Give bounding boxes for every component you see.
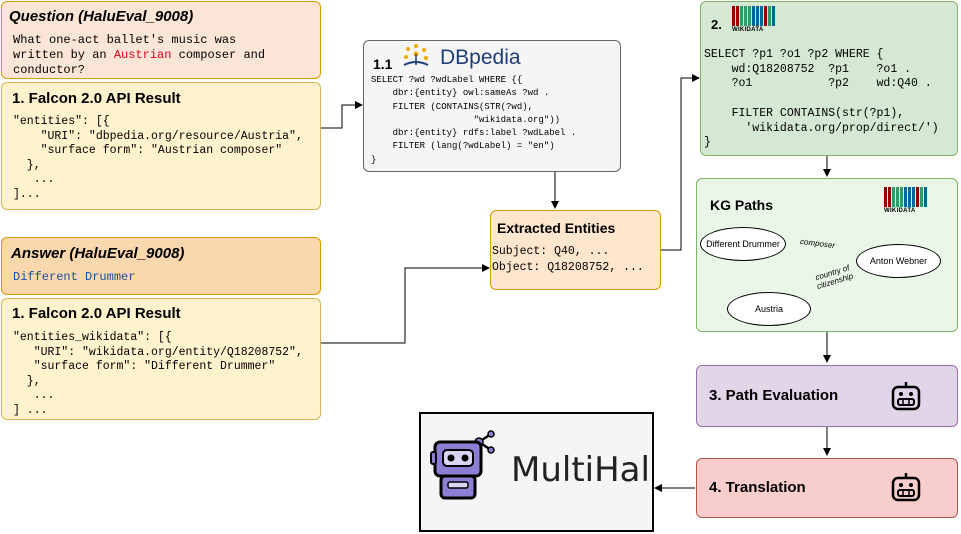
question-title: Question (HaluEval_9008) [9,8,194,25]
extracted-subject: Subject: Q40, ... [492,245,610,258]
falcon-question-code: "entities": [{ "URI": "dbpedia.org/resou… [13,115,303,201]
multihal-title: MultiHal [511,450,650,490]
kg-node-different-drummer: Different Drummer [700,227,786,261]
arrow-falcon-answer-to-extracted [321,264,490,344]
wikidata-logo-text: WIKIDATA [732,27,764,33]
wikidata-query-box: 2. WIKIDATA SELECT ?p1 ?o1 ?p2 WHERE { w… [700,1,958,156]
kg-paths-title: KG Paths [710,197,774,213]
dbpedia-logo-icon [403,44,429,66]
kg-wikidata-logo-text: WIKIDATA [884,208,916,214]
wikidata-step-label: 2. [711,17,722,32]
question-highlight: Austrian [113,48,172,62]
dbpedia-query-box: 1.1 DBpedia SELECT ?wd ?wdLabel WHERE {{… [363,40,621,172]
wikidata-code: SELECT ?p1 ?o1 ?p2 WHERE { wd:Q18208752 … [704,48,939,150]
answer-box: Answer (HaluEval_9008) Different Drummer [1,237,321,295]
dbpedia-step-label: 1.1 [373,56,393,72]
falcon-question-box: 1. Falcon 2.0 API Result "entities": [{ … [1,82,321,210]
robot-icon [891,473,921,502]
question-box: Question (HaluEval_9008) What one-act ba… [1,1,321,79]
answer-text: Different Drummer [13,270,136,284]
falcon-answer-title: 1. Falcon 2.0 API Result [12,305,181,322]
path-evaluation-title: 3. Path Evaluation [709,387,839,404]
kg-node-austria: Austria [727,292,811,326]
translation-box: 4. Translation [696,458,958,518]
falcon-answer-code: "entities_wikidata": [{ "URI": "wikidata… [13,331,303,417]
arrow-falcon-to-dbpedia [321,101,363,129]
wikidata-logo-icon: WIKIDATA [732,6,775,33]
extracted-entities-box: Extracted Entities Subject: Q40, ... Obj… [490,210,661,290]
kg-wikidata-logo-icon: WIKIDATA [884,187,927,214]
multihal-box: MultiHal [419,412,654,532]
translation-title: 4. Translation [709,479,806,496]
dbpedia-code: SELECT ?wd ?wdLabel WHERE {{ dbr:{entity… [371,75,577,165]
kg-node-anton-webner: Anton Webner [856,244,941,278]
multihal-robot-logo-icon [430,430,495,500]
path-evaluation-box: 3. Path Evaluation [696,365,958,427]
robot-icon [891,382,921,411]
answer-title: Answer (HaluEval_9008) [11,245,185,262]
arrow-extracted-to-wikidata [661,74,700,251]
falcon-question-title: 1. Falcon 2.0 API Result [12,90,181,107]
question-text: What one-act ballet's music was written … [13,33,266,77]
extracted-title: Extracted Entities [497,220,616,236]
dbpedia-logo-text: DBpedia [440,46,521,69]
falcon-answer-box: 1. Falcon 2.0 API Result "entities_wikid… [1,298,321,420]
extracted-object: Object: Q18208752, ... [492,261,644,274]
